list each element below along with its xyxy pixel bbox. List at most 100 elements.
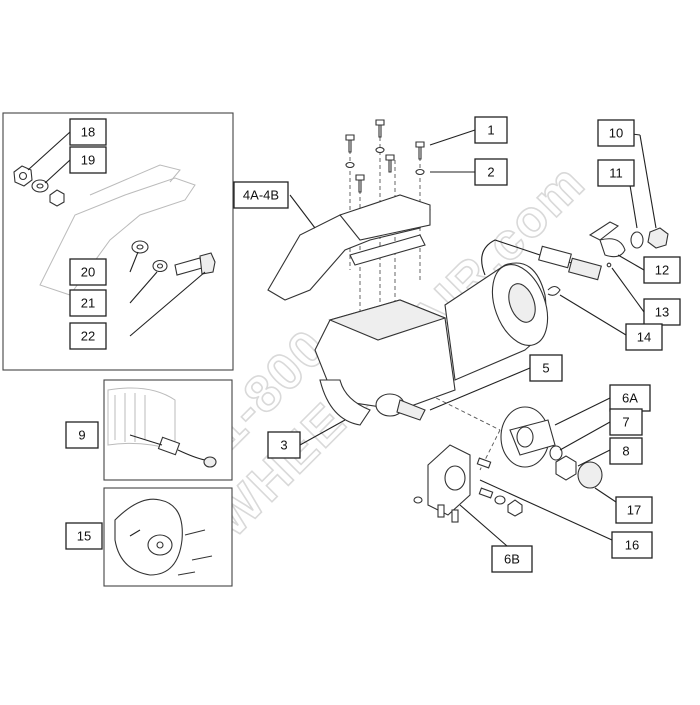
callout-8-label: 8 xyxy=(622,444,629,459)
nut-8-icon xyxy=(555,455,577,481)
bracket-plate-icon xyxy=(339,194,431,241)
washer-11-icon xyxy=(630,231,644,249)
leader-18 xyxy=(27,131,71,171)
callout-22[interactable]: 22 xyxy=(69,322,107,350)
bolt-head-icon xyxy=(199,252,216,275)
leader-19 xyxy=(44,159,71,184)
leader-14 xyxy=(559,294,627,336)
washer-icon xyxy=(415,168,425,176)
washer-hole-icon xyxy=(36,183,44,189)
callout-21[interactable]: 21 xyxy=(69,289,107,317)
washer-21-hole-icon xyxy=(156,263,164,269)
brush-spring xyxy=(177,449,206,461)
callout-1[interactable]: 1 xyxy=(474,116,508,144)
explode-line xyxy=(429,394,501,431)
callout-4a4b[interactable]: 4A-4B xyxy=(233,181,289,209)
callout-6b[interactable]: 6B xyxy=(491,545,533,573)
connector-icon xyxy=(568,257,602,281)
callout-6b-label: 6B xyxy=(504,552,520,567)
callout-16[interactable]: 16 xyxy=(611,531,653,559)
cable-boot-icon xyxy=(538,245,572,269)
leader-13 xyxy=(611,267,645,313)
callout-10[interactable]: 10 xyxy=(597,119,635,147)
screw-icon xyxy=(184,529,206,536)
callout-3[interactable]: 3 xyxy=(267,431,301,459)
callout-19[interactable]: 19 xyxy=(69,146,107,174)
leader-6a xyxy=(554,397,611,426)
leader-17 xyxy=(594,487,617,503)
gearbox-top-icon xyxy=(328,299,447,341)
washer-20-hole-icon xyxy=(136,244,144,250)
callout-11[interactable]: 11 xyxy=(597,159,635,187)
end-cap-icon xyxy=(114,498,183,576)
callout-19-label: 19 xyxy=(81,153,95,168)
motor-vent-icon xyxy=(508,283,536,323)
screw-icon xyxy=(345,134,355,153)
stud-icon xyxy=(478,487,494,499)
callouts: 1 2 4A-4B 3 5 6A 7 8 17 16 6B 10 11 12 1… xyxy=(65,116,681,573)
inset-panel-brush xyxy=(103,379,233,481)
ghost-bracket-top xyxy=(89,164,181,196)
flange-nut-icon xyxy=(49,189,65,207)
inset-panel-bracket xyxy=(2,112,234,371)
callout-7-label: 7 xyxy=(622,415,629,430)
leader-16 xyxy=(479,479,613,541)
stud-icon xyxy=(476,457,492,469)
callout-13[interactable]: 13 xyxy=(643,298,681,326)
end-cap-hole-icon xyxy=(156,541,164,549)
callout-16-label: 16 xyxy=(625,538,639,553)
callout-1-label: 1 xyxy=(487,123,494,138)
callout-3-label: 3 xyxy=(280,438,287,453)
callout-7[interactable]: 7 xyxy=(609,408,643,436)
leader-8 xyxy=(577,449,611,467)
callout-11-label: 11 xyxy=(609,166,623,181)
leader-10b xyxy=(639,134,657,229)
washer-icon xyxy=(413,496,423,504)
callout-15-label: 15 xyxy=(77,529,91,544)
lever-icon xyxy=(588,221,620,241)
callout-14[interactable]: 14 xyxy=(625,323,663,351)
callout-6a-label: 6A xyxy=(622,391,638,406)
leader-12 xyxy=(617,254,645,271)
shaft-key-icon xyxy=(396,399,426,421)
leader-9 xyxy=(129,434,163,446)
callout-21-label: 21 xyxy=(81,296,95,311)
callout-17-label: 17 xyxy=(627,503,641,518)
callout-17[interactable]: 17 xyxy=(615,496,653,524)
callout-15[interactable]: 15 xyxy=(65,522,103,550)
motor-cable xyxy=(481,239,581,276)
motor-gearbox-assembly xyxy=(267,119,669,471)
washer-icon xyxy=(375,146,385,154)
callout-8[interactable]: 8 xyxy=(609,437,643,465)
callout-12-label: 12 xyxy=(655,263,669,278)
bolt-icon xyxy=(451,509,459,523)
washer-7-icon xyxy=(549,445,563,461)
washer-icon xyxy=(494,495,506,505)
callout-5-label: 5 xyxy=(542,361,549,376)
callout-5[interactable]: 5 xyxy=(529,354,563,382)
leader-1 xyxy=(429,129,476,146)
callout-9-label: 9 xyxy=(78,428,85,443)
leader-5 xyxy=(429,367,531,411)
lug-nut-icon xyxy=(507,499,523,517)
callout-22-label: 22 xyxy=(81,329,95,344)
callout-20[interactable]: 20 xyxy=(69,258,107,286)
mounting-screws xyxy=(345,119,425,193)
bracket-strap-icon xyxy=(349,234,426,266)
brush-cap-icon xyxy=(203,456,217,468)
callout-18[interactable]: 18 xyxy=(69,118,107,146)
callout-20-label: 20 xyxy=(81,265,95,280)
leader-4a4b xyxy=(289,194,316,229)
brush-icon xyxy=(157,436,181,456)
callout-6a[interactable]: 6A xyxy=(609,384,651,412)
callout-2[interactable]: 2 xyxy=(474,158,508,186)
screw-icon xyxy=(177,571,196,576)
cap-17-icon xyxy=(577,461,603,489)
leader-22 xyxy=(129,271,206,337)
knob-10-icon xyxy=(647,227,669,249)
callout-9[interactable]: 9 xyxy=(65,421,99,449)
callout-12[interactable]: 12 xyxy=(643,256,681,284)
callout-14-label: 14 xyxy=(637,330,651,345)
ball-13-icon xyxy=(606,262,612,268)
